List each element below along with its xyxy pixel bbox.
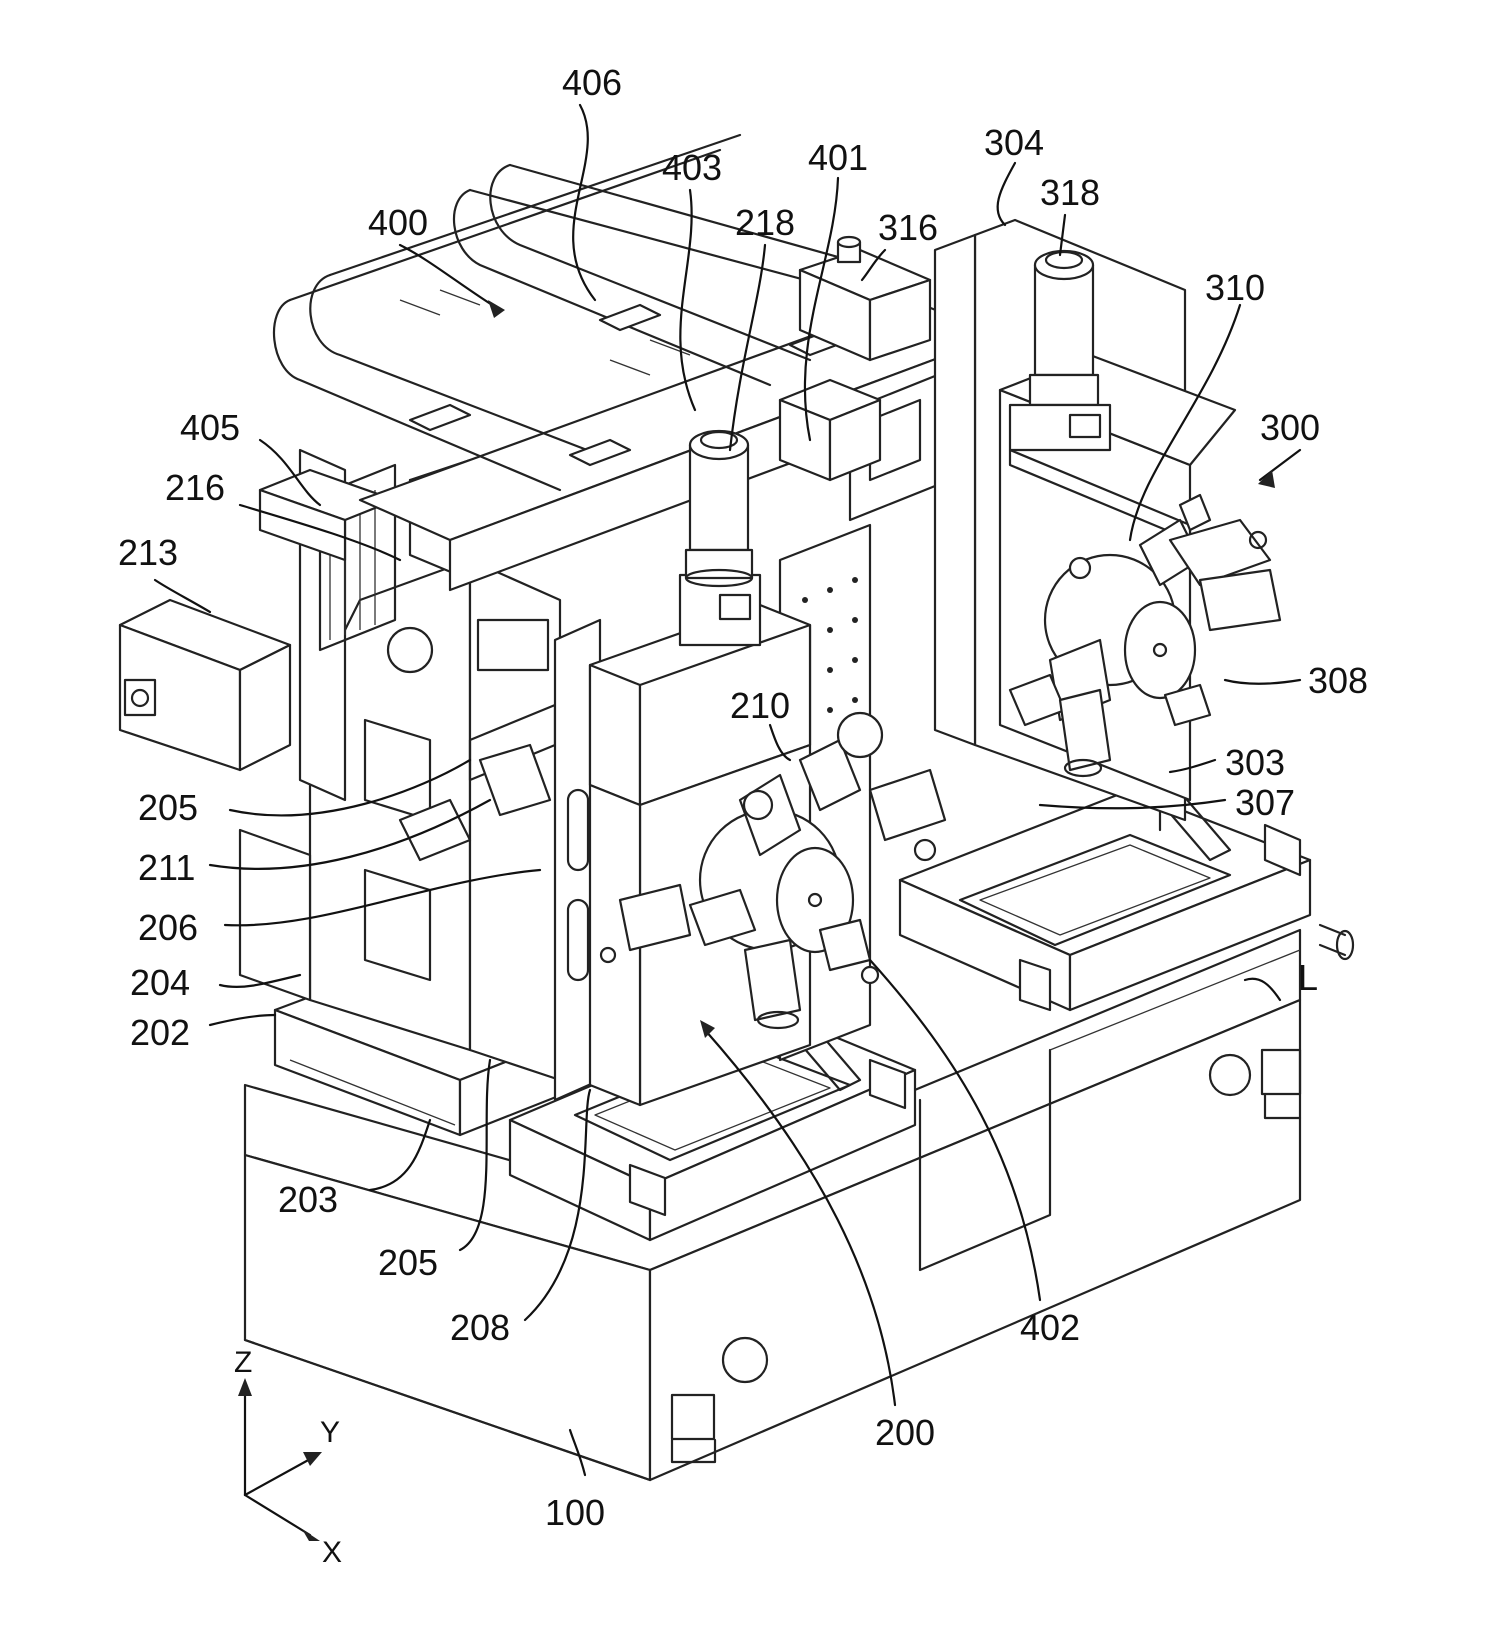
label-L: L: [1298, 957, 1318, 998]
label-210: 210: [730, 685, 790, 726]
label-402: 402: [1020, 1307, 1080, 1348]
label-318: 318: [1040, 172, 1100, 213]
label-204: 204: [130, 962, 190, 1003]
axis-x-label: X: [322, 1536, 342, 1569]
label-406: 406: [562, 62, 622, 103]
label-308: 308: [1308, 660, 1368, 701]
motor-218: [686, 431, 752, 586]
motor-213: [120, 600, 290, 770]
label-100: 100: [545, 1492, 605, 1533]
label-200: 200: [875, 1412, 935, 1453]
label-304: 304: [984, 122, 1044, 163]
label-202: 202: [130, 1012, 190, 1053]
label-218: 218: [735, 202, 795, 243]
axis-indicator: Z Y X: [234, 1346, 342, 1569]
label-307: 307: [1235, 782, 1295, 823]
label-400: 400: [368, 202, 428, 243]
label-203: 203: [278, 1179, 338, 1220]
label-303: 303: [1225, 742, 1285, 783]
axis-y-label: Y: [320, 1416, 340, 1449]
label-208: 208: [450, 1307, 510, 1348]
label-300: 300: [1260, 407, 1320, 448]
arrow-400: [488, 300, 505, 318]
label-205-upper: 205: [138, 787, 198, 828]
label-403: 403: [662, 147, 722, 188]
label-310: 310: [1205, 267, 1265, 308]
label-216: 216: [165, 467, 225, 508]
label-205-lower: 205: [378, 1242, 438, 1283]
label-213: 213: [118, 532, 178, 573]
axis-z-label: Z: [234, 1346, 252, 1379]
label-211: 211: [138, 847, 195, 888]
label-206: 206: [138, 907, 198, 948]
label-401: 401: [808, 137, 868, 178]
label-316: 316: [878, 207, 938, 248]
label-405: 405: [180, 407, 240, 448]
